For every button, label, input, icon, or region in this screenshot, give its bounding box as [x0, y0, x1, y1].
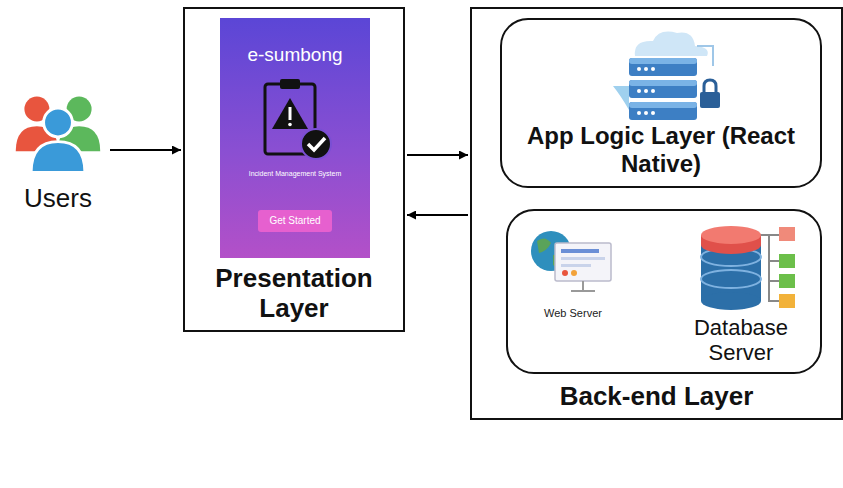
layer-box: Get Started e-sumbongIncident Management …	[183, 7, 405, 332]
users-icon	[10, 88, 106, 178]
layer-title: App Logic Layer (React Native)	[516, 122, 806, 177]
server-label: Web Server	[518, 307, 628, 320]
server-label: Database Server	[668, 315, 814, 366]
phone-screen: Get Started e-sumbongIncident Management …	[220, 18, 370, 258]
web-server-icon	[523, 225, 623, 305]
flow-arrow	[110, 149, 181, 151]
logic-box: App Logic Layer (React Native)	[500, 18, 822, 188]
button-label: Get Started	[258, 215, 332, 227]
start-button: Get Started	[258, 210, 332, 232]
layer-box: App Logic Layer (React Native) Web Serve…	[470, 7, 843, 420]
layer-title: Back-end Layer	[482, 382, 831, 412]
database-icon	[693, 221, 803, 313]
flow-arrow	[407, 154, 468, 156]
users-figure: Users	[8, 88, 108, 238]
app-name: e-sumbong	[220, 44, 370, 66]
layer-title: Presentation Layer	[189, 264, 399, 324]
cloud-server-icon	[593, 26, 733, 121]
server-box: Web ServerDatabase Server	[506, 209, 822, 374]
clipboard-alert-icon	[220, 76, 370, 166]
actor-label: Users	[8, 184, 108, 214]
flow-arrow	[407, 214, 468, 216]
app-subtitle: Incident Management System	[224, 170, 366, 178]
